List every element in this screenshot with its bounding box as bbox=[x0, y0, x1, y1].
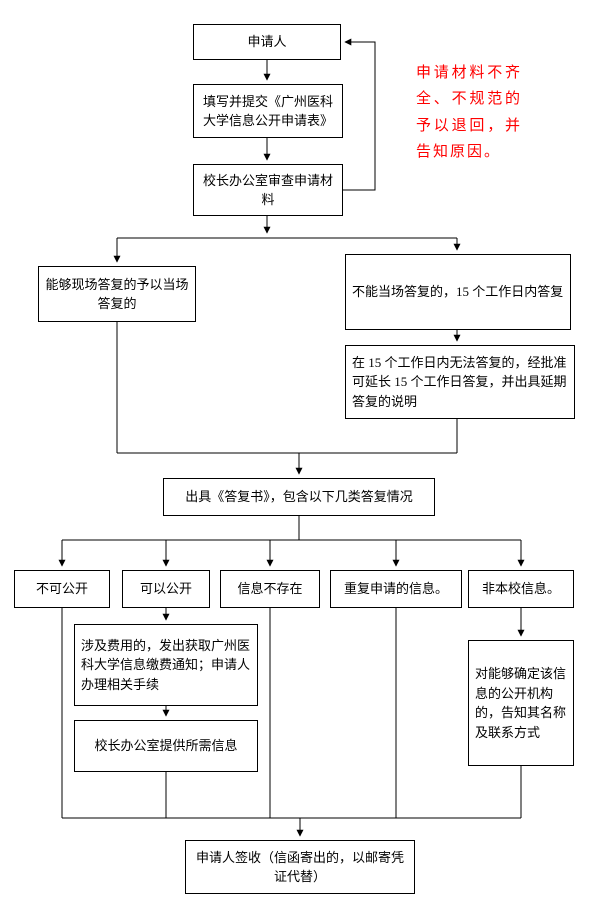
node-onsite-reply: 能够现场答复的予以当场答复的 bbox=[38, 266, 196, 322]
return-note-annotation: 申请材料不齐全、不规范的予以退回，并告知原因。 bbox=[416, 65, 522, 160]
node-submit-form: 填写并提交《广州医科大学信息公开申请表》 bbox=[193, 84, 343, 138]
node-office-review: 校长办公室审查申请材料 bbox=[193, 164, 343, 216]
node-cat-repeated: 重复申请的信息。 bbox=[330, 570, 462, 608]
node-external-agency: 对能够确定该信息的公开机构的，告知其名称及联系方式 bbox=[468, 640, 574, 766]
node-reply-letter: 出具《答复书》，包含以下几类答复情况 bbox=[163, 478, 435, 516]
node-provide-info: 校长办公室提供所需信息 bbox=[74, 720, 258, 772]
node-reply-15days: 不能当场答复的，15 个工作日内答复 bbox=[345, 254, 571, 330]
node-applicant: 申请人 bbox=[193, 24, 341, 60]
node-extend-15days: 在 15 个工作日内无法答复的，经批准可延长 15 个工作日答复，并出具延期答复… bbox=[345, 345, 575, 419]
edge-review-return-to-applicant bbox=[343, 38, 376, 191]
node-cat-external: 非本校信息。 bbox=[468, 570, 574, 608]
node-cat-not-exist: 信息不存在 bbox=[220, 570, 320, 608]
node-cat-public: 可以公开 bbox=[122, 570, 210, 608]
node-fee-notice: 涉及费用的，发出获取广州医科大学信息缴费通知；申请人办理相关手续 bbox=[74, 624, 258, 706]
node-sign-receipt: 申请人签收（信函寄出的，以邮寄凭证代替） bbox=[185, 840, 415, 894]
node-cat-not-public: 不可公开 bbox=[14, 570, 110, 608]
